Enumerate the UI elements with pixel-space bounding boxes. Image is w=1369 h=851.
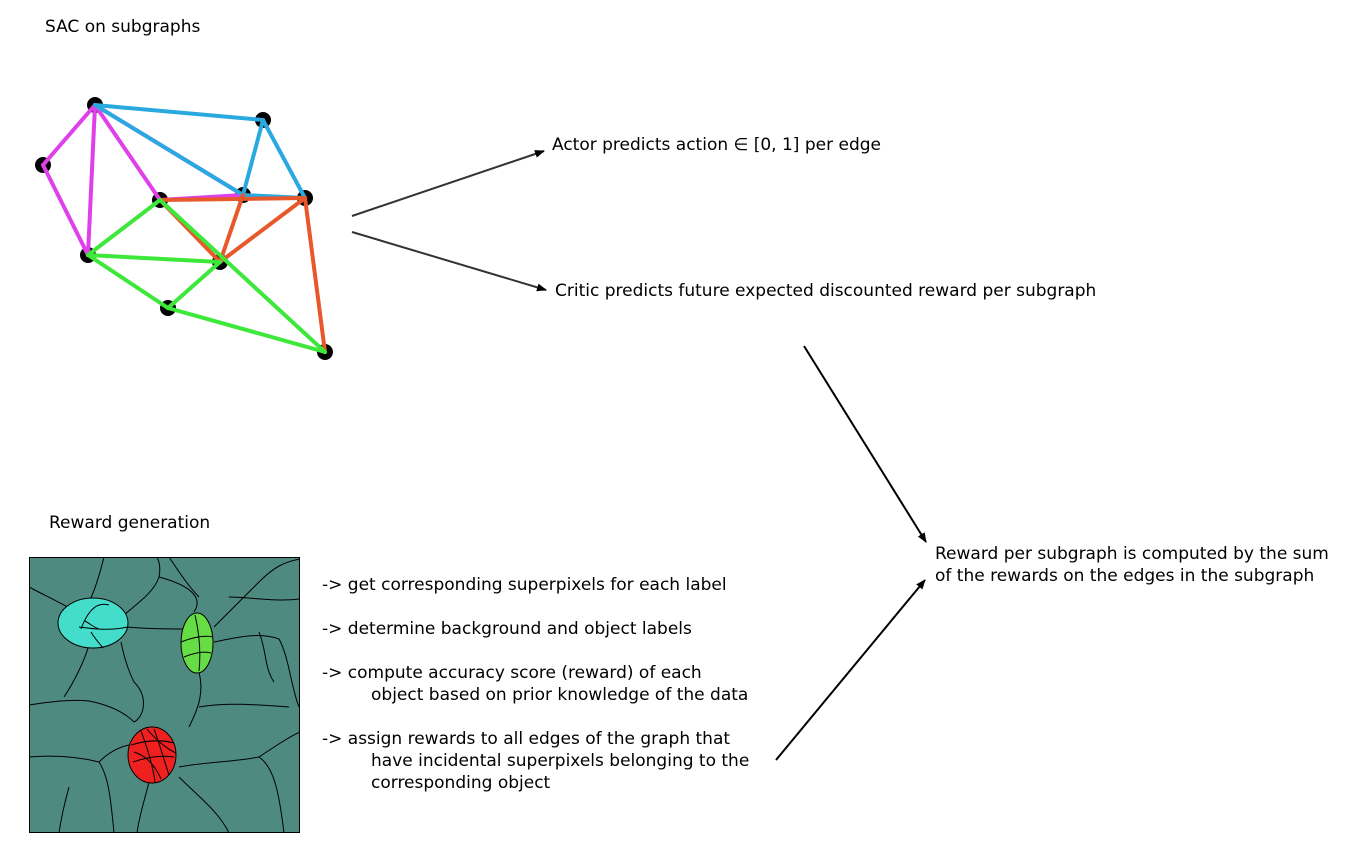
step-4-line-2: have incidental superpixels belonging to… xyxy=(371,751,750,771)
superpixel-boundaries xyxy=(29,557,300,833)
edge-blue-BE xyxy=(241,118,265,197)
subgraph-diagram xyxy=(35,97,333,360)
step-1-line-1: -> get corresponding superpixels for eac… xyxy=(322,575,727,595)
arrow-steps-to-reward xyxy=(775,579,926,761)
green-object xyxy=(180,612,214,674)
step-superpixels: -> get corresponding superpixels for eac… xyxy=(322,574,749,596)
graph-edges xyxy=(41,103,327,354)
step-accuracy: -> compute accuracy score (reward) of ea… xyxy=(322,662,749,706)
red-object xyxy=(127,726,177,784)
segmentation-image xyxy=(29,557,300,833)
edge-green-IJ xyxy=(166,306,327,354)
edge-blue-BF xyxy=(261,118,307,200)
actor-description: Actor predicts action ∈ [0, 1] per edge xyxy=(552,135,881,155)
step-labels: -> determine background and object label… xyxy=(322,618,749,640)
reward-steps: -> get corresponding superpixels for eac… xyxy=(322,574,749,816)
sac-title: SAC on subgraphs xyxy=(45,17,201,37)
edge-orange-DF xyxy=(158,196,307,202)
reward-generation-title: Reward generation xyxy=(49,513,211,533)
edge-magenta-AG xyxy=(86,103,97,257)
edge-magenta-CG xyxy=(41,163,90,257)
edge-green-HI xyxy=(166,260,222,310)
edge-orange-EH xyxy=(218,193,245,264)
reward-sum-line-1: Reward per subgraph is computed by the s… xyxy=(935,544,1329,564)
reward-sum-description: Reward per subgraph is computed by the s… xyxy=(935,543,1329,587)
arrow-critic-to-reward xyxy=(803,345,927,543)
edge-green-GH xyxy=(86,253,222,264)
critic-description: Critic predicts future expected discount… xyxy=(555,281,1097,301)
edge-blue-AE xyxy=(93,103,245,197)
arrow-to-actor xyxy=(351,150,545,217)
cyan-object xyxy=(57,597,129,649)
edge-orange-FJ xyxy=(303,196,327,354)
edge-orange-FH xyxy=(218,196,307,264)
step-4-line-3: corresponding object xyxy=(371,773,551,793)
edge-green-DJ xyxy=(158,198,327,354)
step-4-line-1: -> assign rewards to all edges of the gr… xyxy=(322,729,731,749)
edge-green-DG xyxy=(86,198,162,257)
edge-blue-AB xyxy=(93,103,265,122)
step-3-line-1: -> compute accuracy score (reward) of ea… xyxy=(322,663,702,683)
step-2-line-1: -> determine background and object label… xyxy=(322,619,692,639)
step-assign-rewards: -> assign rewards to all edges of the gr… xyxy=(322,728,749,794)
reward-sum-line-2: of the rewards on the edges in the subgr… xyxy=(935,566,1315,586)
edge-magenta-AD xyxy=(93,103,162,202)
step-3-line-2: object based on prior knowledge of the d… xyxy=(371,685,749,705)
edge-magenta-AC xyxy=(41,103,97,167)
edge-green-GI xyxy=(86,253,170,310)
arrow-to-critic xyxy=(351,231,547,292)
